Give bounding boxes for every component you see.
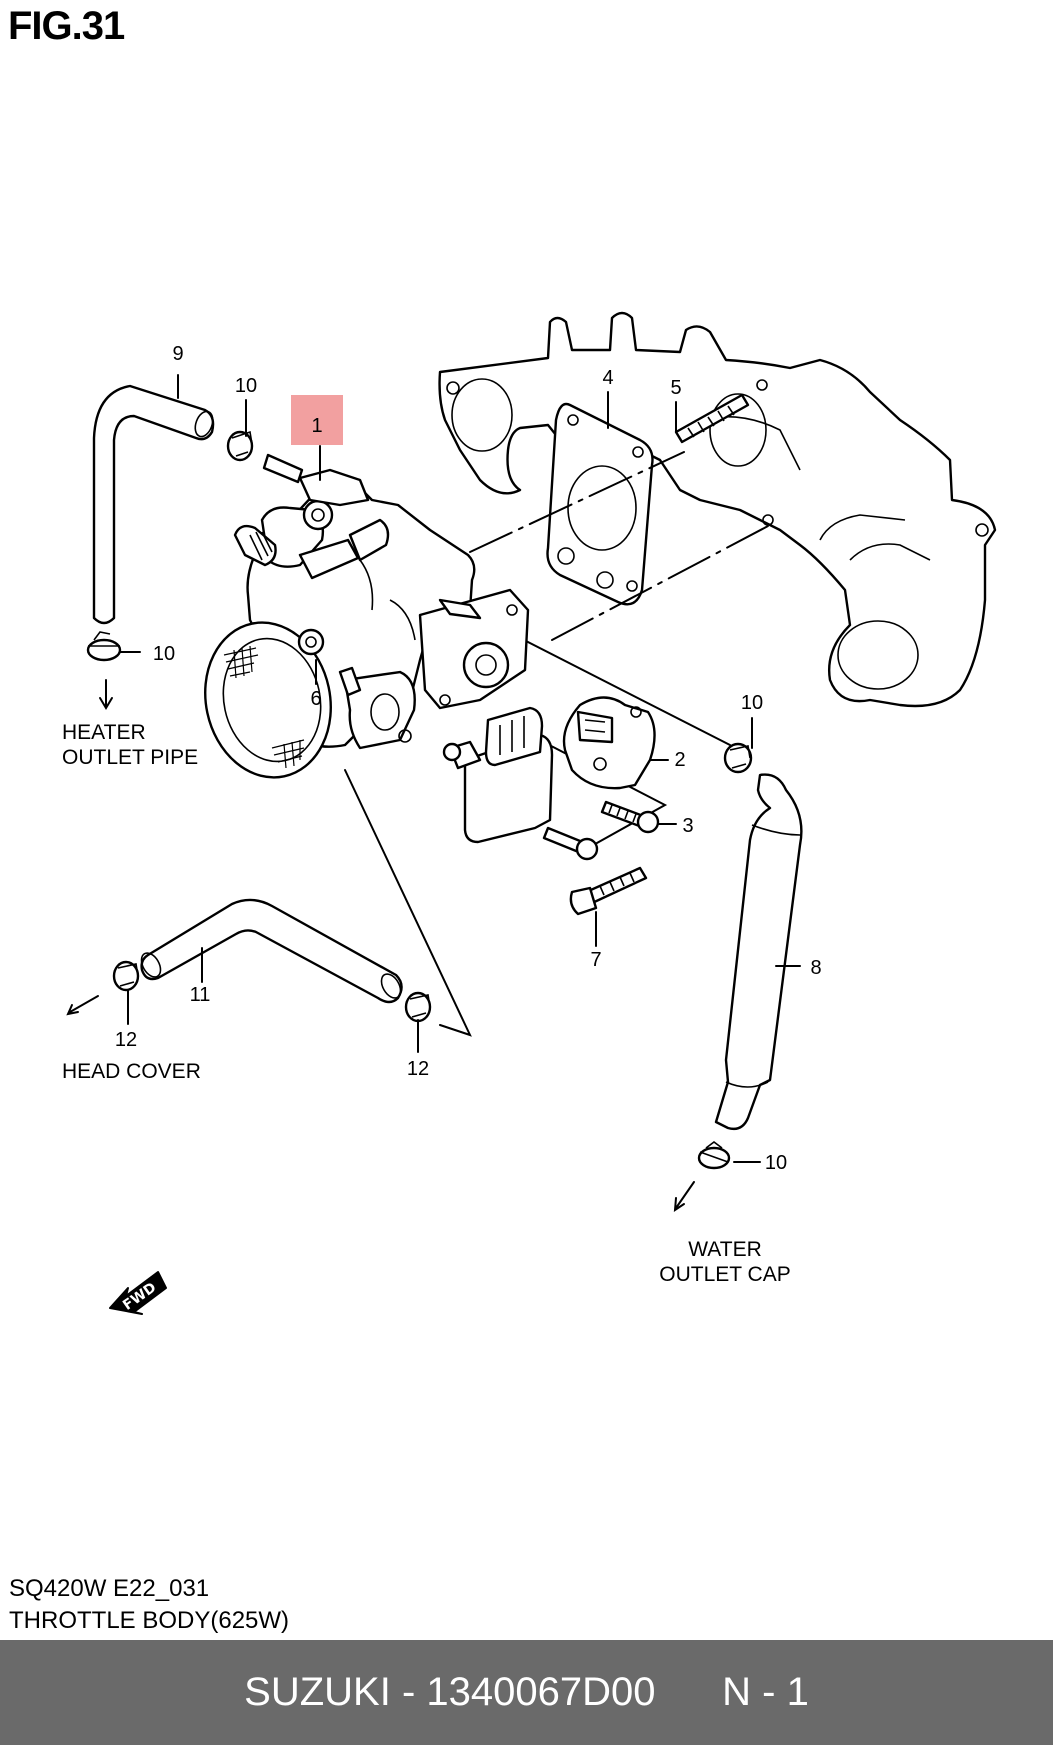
callout-8: 8 [810, 957, 821, 979]
fwd-arrow-icon: FWD [109, 1271, 167, 1315]
label-water: WATER [688, 1238, 762, 1261]
hose-heater [92, 384, 215, 625]
screw [542, 826, 599, 861]
throttle-position-sensor [562, 696, 656, 790]
stud-bolt [674, 393, 750, 444]
callout-5: 5 [670, 377, 681, 399]
highlight-box [291, 395, 343, 445]
isc-valve [442, 706, 554, 844]
hose-clamp [404, 991, 432, 1023]
callout-10: 10 [153, 643, 175, 665]
hose-head-cover [140, 898, 403, 1004]
callout-10: 10 [741, 692, 763, 714]
diagram-code: SQ420W E22_031 [9, 1575, 210, 1602]
callout-1: 1 [311, 415, 322, 437]
callout-10: 10 [235, 375, 257, 397]
part-number-footer: SUZUKI - 1340067D00 N - 1 [0, 1640, 1053, 1745]
figure-title: FIG.31 [8, 4, 125, 48]
label-head-cover: HEAD COVER [62, 1060, 201, 1083]
callout-3: 3 [682, 815, 693, 837]
parts-diagram: 1 2 3 4 5 6 7 8 9 10 10 10 10 11 12 12 H… [62, 311, 997, 1315]
hose-clamp [697, 1141, 731, 1170]
hose-clamp [112, 960, 140, 992]
label-heater-outlet-pipe: OUTLET PIPE [62, 746, 198, 769]
callout-7: 7 [590, 949, 601, 971]
label-heater: HEATER [62, 721, 146, 744]
callout-12: 12 [407, 1058, 429, 1080]
hose-clamp [723, 742, 753, 774]
leader-lines [66, 374, 801, 1212]
bolt [569, 866, 648, 916]
hose-clamp [226, 430, 254, 462]
callout-6: 6 [310, 688, 321, 710]
hose-water [714, 773, 803, 1131]
gasket [546, 402, 654, 606]
callout-2: 2 [674, 749, 685, 771]
callout-4: 4 [602, 367, 613, 389]
label-water-outlet-cap: OUTLET CAP [659, 1263, 790, 1286]
footer-part-number: SUZUKI - 1340067D00 N - 1 [244, 1670, 809, 1714]
callout-10: 10 [765, 1152, 787, 1174]
throttle-body [204, 453, 530, 779]
callout-9: 9 [172, 343, 183, 365]
callout-12: 12 [115, 1029, 137, 1051]
screw [600, 800, 660, 834]
hose-clamp [86, 631, 122, 662]
callout-11: 11 [190, 984, 211, 1006]
diagram-name: THROTTLE BODY(625W) [9, 1607, 290, 1634]
